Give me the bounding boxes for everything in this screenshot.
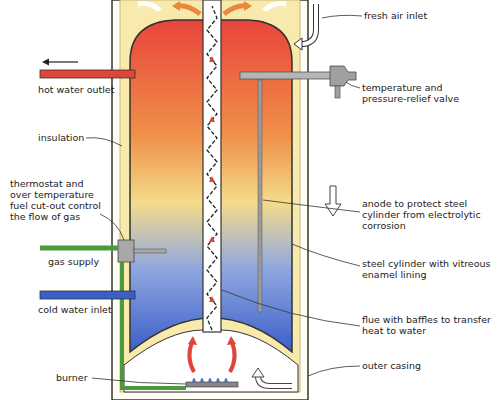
part-label: flue with baffles to transfer heat to wa… (362, 314, 492, 336)
leader-lines (86, 15, 362, 384)
airflow-arrow (325, 186, 341, 216)
leader-line (222, 290, 360, 326)
exhaust-arrow-head (244, 1, 252, 11)
flame-gas-arrow (230, 342, 235, 372)
outflow-arrow-head (42, 59, 49, 66)
flame-gas-arrow-head (227, 336, 236, 345)
part-label: anode to protect steel cylinder from ele… (362, 198, 492, 231)
part-label: hot water outlet (38, 84, 133, 95)
flame (216, 378, 220, 382)
leader-line (263, 200, 360, 212)
part-label: burner (56, 372, 116, 383)
hot-gas-arrow (209, 236, 215, 242)
flame (208, 378, 212, 382)
hot-gas-arrows (209, 56, 215, 302)
leader-line (86, 138, 122, 146)
air-arrow (264, 4, 286, 10)
cold-water-pipe (40, 291, 135, 299)
part-label: fresh air inlet (364, 10, 489, 21)
relief-valve (330, 66, 356, 86)
outer-casing (112, 0, 308, 400)
gas-feed-pipe (122, 262, 186, 388)
part-label: temperature and pressure-relief valve (362, 82, 490, 104)
hot-gas-arrow (209, 176, 215, 182)
flame (224, 378, 228, 382)
leader-line (92, 378, 186, 384)
thermostat (118, 240, 134, 262)
flame-gas-arrow (189, 342, 194, 372)
fresh-air-arrow-head (294, 38, 302, 50)
combustion-chamber (124, 330, 298, 392)
hot-gas-arrow (209, 116, 215, 122)
gas-supply-pipe (40, 246, 118, 251)
exhaust-arrow-head (172, 1, 180, 11)
leader-line (292, 244, 360, 266)
part-label: insulation (38, 132, 118, 143)
leader-line (322, 15, 362, 18)
flame-gas-arrow-head (188, 336, 197, 345)
hot-gas-arrow (209, 56, 215, 62)
flue-tube (203, 0, 221, 332)
outflow-arrow (46, 61, 78, 62)
part-label: cold water inlet (38, 304, 133, 315)
burner-flames (192, 378, 228, 382)
flame (192, 378, 196, 382)
part-label: gas supply (48, 256, 128, 267)
valve-pipe (240, 72, 332, 79)
insulation-layer (120, 0, 300, 392)
part-label: thermostat and over temperature fuel cut… (10, 178, 105, 222)
thermostat-probe (134, 249, 166, 253)
leader-line (346, 82, 360, 88)
leader-line (100, 214, 124, 240)
leader-line (308, 366, 360, 376)
anode-rod (258, 80, 262, 312)
flame (200, 378, 204, 382)
part-label: outer casing (362, 360, 472, 371)
hot-water-pipe (40, 70, 135, 78)
flue-baffles (207, 6, 217, 330)
hot-gas-arrow (209, 296, 215, 302)
burner (186, 382, 238, 387)
air-arrow (138, 4, 160, 10)
combustion-air-arrow-head (252, 368, 264, 377)
valve-drain (335, 86, 340, 98)
part-label: steel cylinder with vitreous enamel lini… (362, 258, 492, 280)
